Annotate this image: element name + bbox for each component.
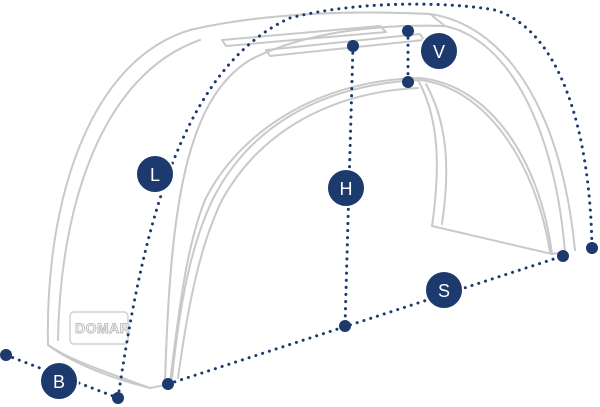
badge-H: H [326,168,366,208]
dimension-endpoint-H-bottom [339,320,351,332]
dimension-endpoint-V-bottom [402,76,414,88]
mudguard-front-inner-line [57,39,201,341]
badge-B-text: B [53,372,65,392]
dimension-line-S [166,254,565,386]
mudguard-inner-back-wall-2 [425,83,448,225]
badge-S: S [424,270,464,310]
badge-S-text: S [438,281,450,301]
mudguard-inner-arch-2 [177,87,419,379]
badge-L: L [135,154,175,194]
mudguard-drawing: DOMAR [46,11,576,389]
dimension-endpoint-B-start [0,349,12,361]
badge-V-text: V [433,42,445,62]
mudguard-inner-arch [171,79,551,379]
dimension-endpoint-H-top [347,40,359,52]
mudguard-top-rib-1 [221,25,387,47]
dimension-line-B [4,353,120,400]
mudguard-inner-back-wall [417,79,553,255]
badge-H-text: H [340,179,353,199]
dimension-endpoint-V-top [402,25,414,37]
dimension-endpoint-L-end [586,242,598,254]
dimension-badges: L H V S B [39,31,464,401]
badge-V: V [419,31,459,71]
badge-B: B [39,361,79,401]
mudguard-side-panel [164,24,566,386]
dimension-endpoint-S-start [162,378,174,390]
dimension-endpoint-S-end [557,250,569,262]
dimension-line-H [343,44,355,328]
badge-L-text: L [150,165,160,185]
mudguard-bottom-edge [47,344,151,389]
dimension-endpoint-L-start [112,392,124,404]
brand-logo: DOMAR [75,320,130,336]
